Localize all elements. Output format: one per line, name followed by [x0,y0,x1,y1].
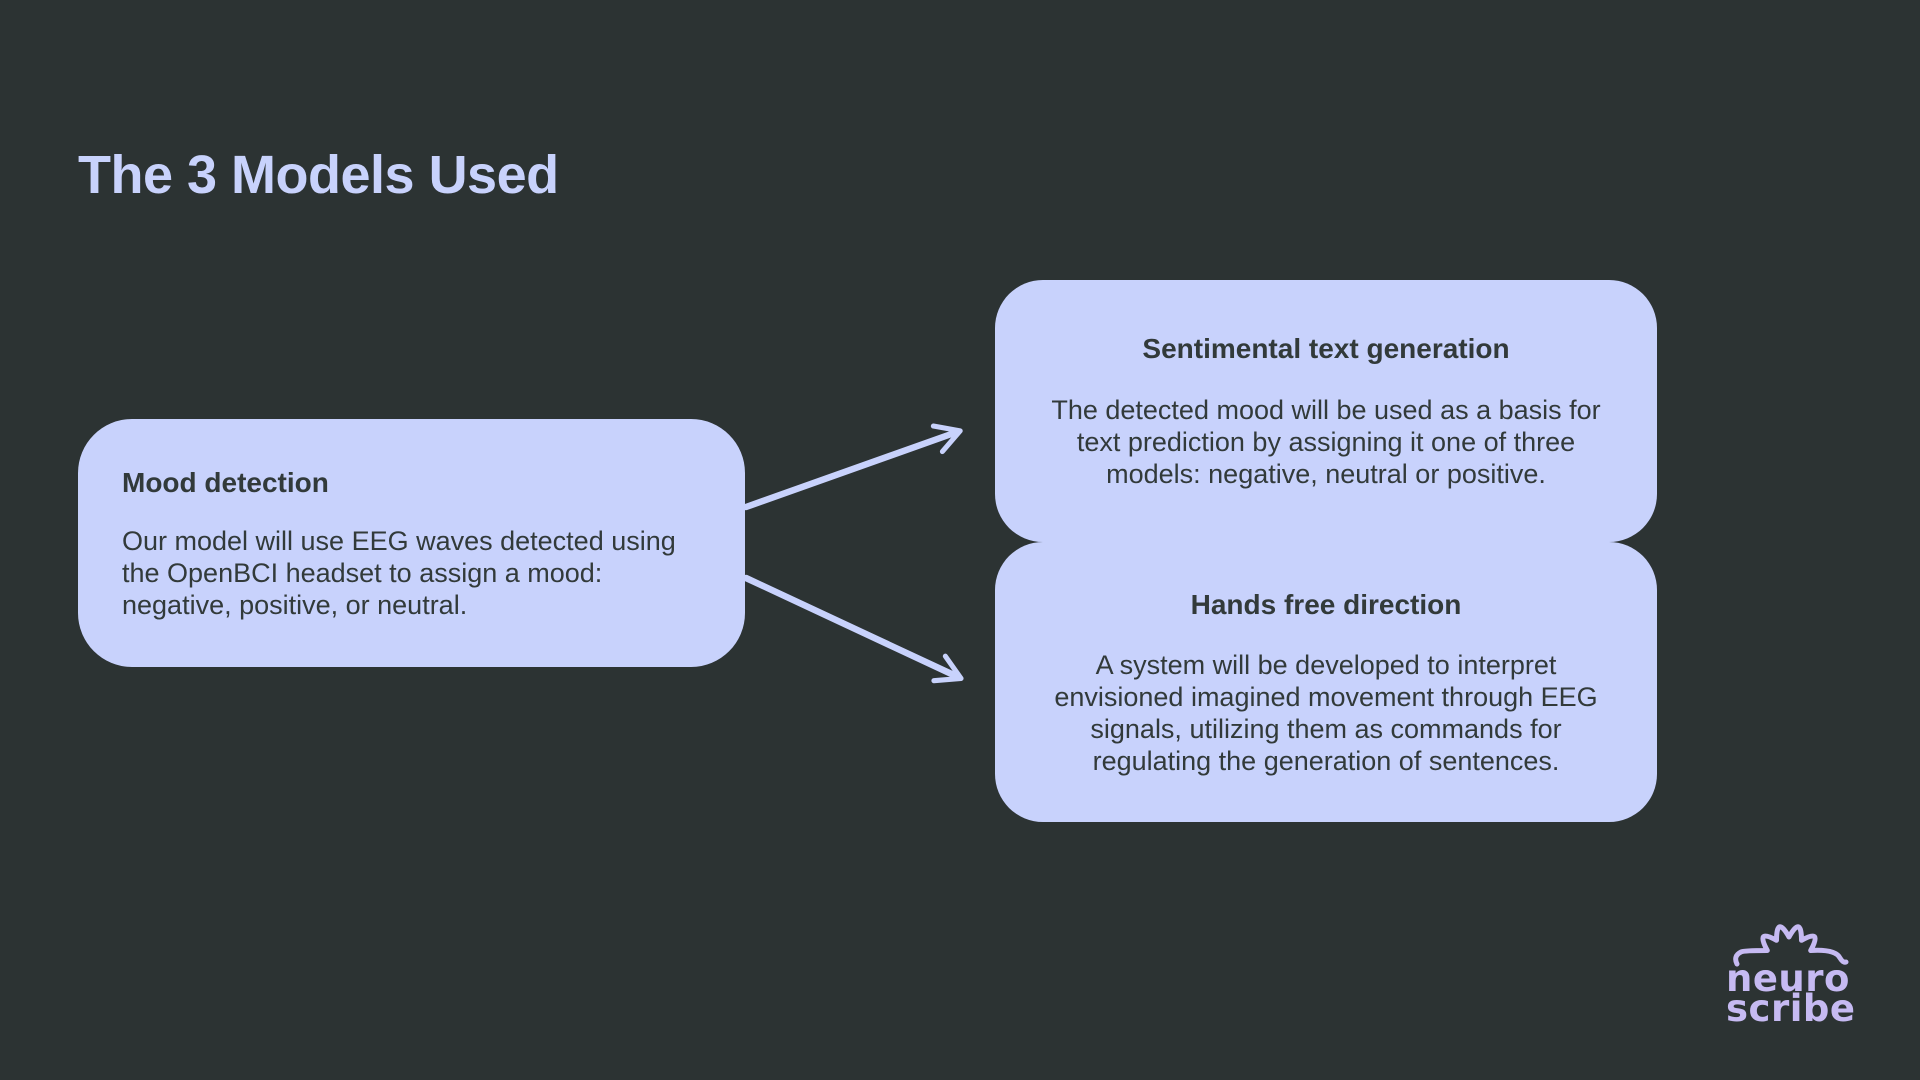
arrow-to-sentimental-icon [742,423,963,511]
card-hands-free-title: Hands free direction [1190,588,1462,620]
slide-title: The 3 Models Used [78,145,559,205]
card-mood-detection: Mood detection Our model will use EEG wa… [78,419,745,667]
logo-word-scribe: scribe [1726,987,1856,1030]
card-sentimental-title: Sentimental text generation [1142,333,1510,364]
arrow-to-hands-free-icon [742,574,964,684]
logo-word-neuro: neuro [1726,957,1850,1000]
logo-crown-icon [1733,924,1849,967]
neuroscribe-logo: neuro scribe [1726,921,1876,1030]
card-hands-free-direction: Hands free direction A system will be de… [995,542,1657,822]
card-mood-detection-title: Mood detection [122,466,329,498]
card-sentimental-body: The detected mood will be used as a basi… [1051,395,1601,489]
card-mood-detection-body: Our model will use EEG waves detected us… [122,525,676,620]
card-hands-free-body: A system will be developed to interpret … [1054,649,1598,776]
card-sentimental-text-generation: Sentimental text generation The detected… [995,280,1657,542]
logo-wordmark: neuro scribe [1726,957,1876,1030]
